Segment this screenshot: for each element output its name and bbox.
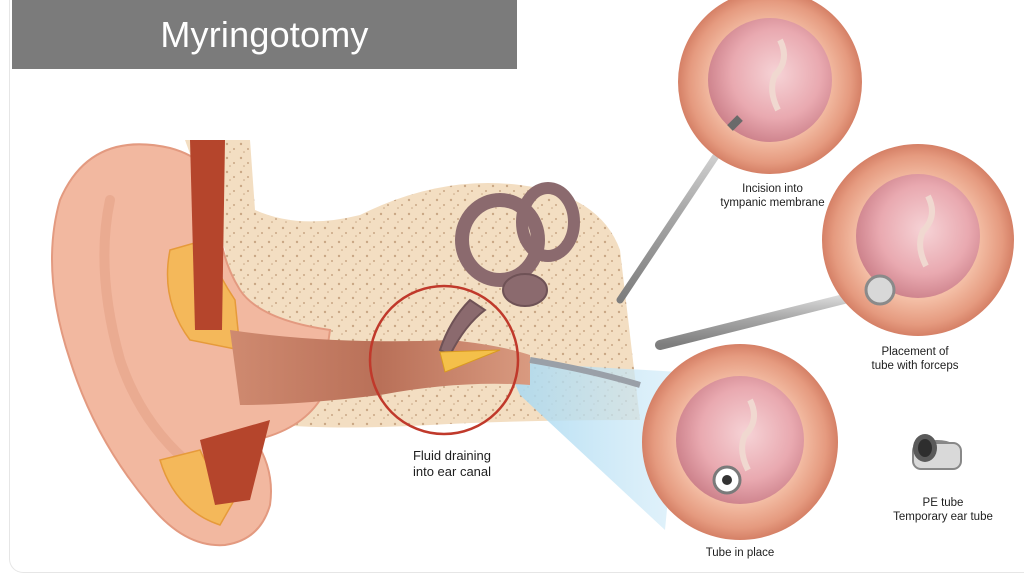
eustachian-tube bbox=[529, 357, 641, 388]
label-fluid-draining: Fluid draining into ear canal bbox=[392, 448, 512, 480]
label-fluid-line2: into ear canal bbox=[412, 463, 492, 479]
label-pe-tube: PE tube Temporary ear tube bbox=[878, 496, 1008, 524]
muscle-upper bbox=[190, 140, 225, 330]
label-incision-line1: Incision into bbox=[742, 183, 803, 195]
image-frame bbox=[9, 0, 1024, 573]
label-incision: Incision into tympanic membrane bbox=[705, 182, 840, 210]
muscle-lower bbox=[200, 420, 270, 505]
otoscope-view-tube bbox=[642, 344, 838, 540]
pinna-fold bbox=[99, 195, 190, 465]
otoscope-view-placement bbox=[822, 144, 1014, 336]
eardrum-cone bbox=[439, 349, 501, 373]
label-pe-tube-line1: PE tube bbox=[922, 497, 964, 509]
otoscope-view-incision bbox=[678, 0, 862, 174]
zoom-beam bbox=[505, 362, 680, 530]
label-tube-in-place: Tube in place bbox=[680, 546, 800, 560]
label-tube-line: Tube in place bbox=[705, 547, 775, 559]
pe-tube-icon bbox=[912, 434, 962, 470]
label-placement: Placement of tube with forceps bbox=[855, 345, 975, 373]
page-title: Myringotomy bbox=[160, 13, 369, 55]
ear-canal bbox=[230, 330, 530, 405]
label-placement-line1: Placement of bbox=[881, 346, 949, 358]
highlight-circle bbox=[368, 284, 520, 436]
label-pe-tube-line2: Temporary ear tube bbox=[893, 511, 993, 524]
label-fluid-line1: Fluid draining bbox=[412, 448, 492, 463]
label-placement-line2: tube with forceps bbox=[871, 360, 959, 373]
label-incision-line2: tympanic membrane bbox=[720, 197, 825, 210]
inner-ear bbox=[438, 182, 580, 357]
title-banner: Myringotomy bbox=[12, 0, 517, 69]
pinna bbox=[51, 143, 332, 547]
